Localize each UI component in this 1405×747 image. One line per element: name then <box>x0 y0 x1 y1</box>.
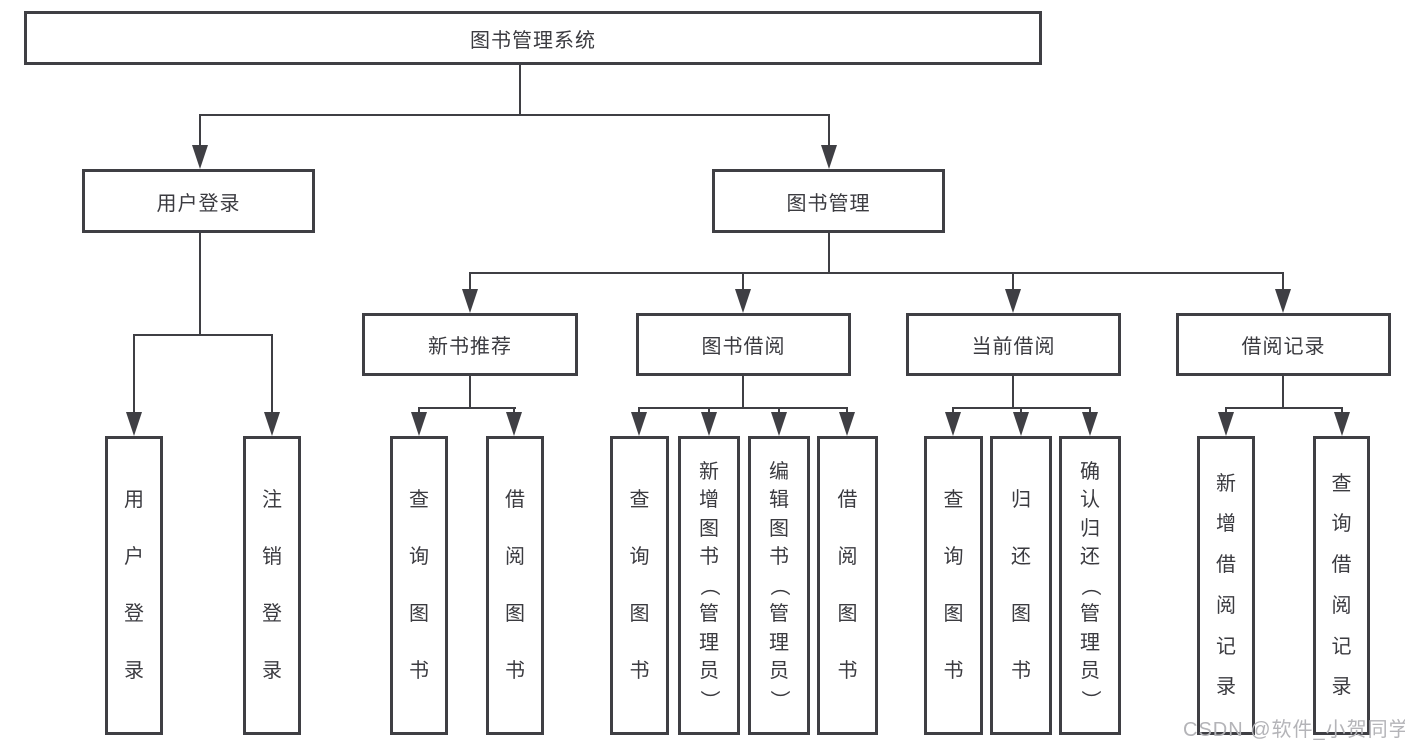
connector-vline <box>708 407 710 415</box>
connector-vline <box>199 114 201 148</box>
node-current-borrowing: 当前借阅 <box>906 313 1121 376</box>
leaf-borrow-book: 借阅图书 <box>817 436 878 735</box>
connector-arrowhead <box>411 412 427 436</box>
connector-arrowhead <box>945 412 961 436</box>
connector-vline <box>1012 272 1014 292</box>
connector-vline <box>952 407 954 415</box>
connector-hline <box>638 407 848 409</box>
leaf-confirm-return-admin: 确认归还（管理员） <box>1059 436 1121 735</box>
node-label: 图书管理系统 <box>470 29 596 52</box>
connector-arrowhead <box>1218 412 1234 436</box>
connector-arrowhead <box>1275 289 1291 313</box>
connector-arrowhead <box>1005 289 1021 313</box>
leaf-user-login: 用户登录 <box>105 436 163 735</box>
leaf-label: 查询图书 <box>409 489 429 682</box>
csdn-watermark: CSDN @软件_小贺同学 <box>1183 719 1405 741</box>
connector-vline <box>1012 375 1014 409</box>
leaf-label: 归还图书 <box>1011 489 1031 682</box>
leaf-add-borrow-record: 新增借阅记录 <box>1197 436 1255 735</box>
connector-arrowhead <box>1082 412 1098 436</box>
leaf-label: 新增借阅记录 <box>1216 472 1236 699</box>
node-label: 图书借阅 <box>701 336 786 358</box>
leaf-label: 借阅图书 <box>505 489 525 682</box>
connector-arrowhead <box>821 145 837 169</box>
connector-arrowhead <box>701 412 717 436</box>
connector-vline <box>778 407 780 415</box>
connector-hline <box>469 272 1284 274</box>
connector-hline <box>418 407 516 409</box>
connector-arrowhead <box>839 412 855 436</box>
connector-vline <box>1089 407 1091 415</box>
connector-vline <box>828 114 830 148</box>
connector-arrowhead <box>631 412 647 436</box>
node-user-login: 用户登录 <box>82 169 315 233</box>
connector-vline <box>469 375 471 409</box>
node-label: 当前借阅 <box>971 336 1056 358</box>
leaf-logout: 注销登录 <box>243 436 301 735</box>
connector-vline <box>742 375 744 409</box>
leaf-query-book-current: 查询图书 <box>924 436 983 735</box>
leaf-label: 注销登录 <box>262 489 282 682</box>
connector-vline <box>1282 272 1284 292</box>
node-borrowing-records: 借阅记录 <box>1176 313 1391 376</box>
leaf-label: 借阅图书 <box>837 489 858 682</box>
leaf-label: 查询图书 <box>943 489 964 682</box>
node-new-book-recommend: 新书推荐 <box>362 313 578 376</box>
node-label: 用户登录 <box>156 192 241 215</box>
leaf-label: 查询借阅记录 <box>1331 472 1352 699</box>
leaf-add-book-admin: 新增图书（管理员） <box>678 436 740 735</box>
leaf-label: 确认归还（管理员） <box>1079 460 1101 710</box>
connector-vline <box>1282 375 1284 409</box>
leaf-label: 查询图书 <box>629 489 650 682</box>
leaf-label: 新增图书（管理员） <box>698 460 720 710</box>
connector-vline <box>513 407 515 415</box>
connector-vline <box>418 407 420 415</box>
connector-arrowhead <box>1013 412 1029 436</box>
node-library-management-system: 图书管理系统 <box>24 11 1042 65</box>
connector-vline <box>828 232 830 274</box>
node-book-management: 图书管理 <box>712 169 945 233</box>
node-book-borrowing: 图书借阅 <box>636 313 851 376</box>
leaf-return-book: 归还图书 <box>990 436 1052 735</box>
connector-arrowhead <box>1334 412 1350 436</box>
connector-vline <box>638 407 640 415</box>
connector-vline <box>846 407 848 415</box>
connector-arrowhead <box>506 412 522 436</box>
node-label: 新书推荐 <box>428 336 512 358</box>
connector-arrowhead <box>264 412 280 436</box>
connector-hline <box>1225 407 1343 409</box>
node-label: 借阅记录 <box>1241 336 1326 358</box>
connector-vline <box>469 272 471 292</box>
connector-vline <box>1341 407 1343 415</box>
connector-vline <box>133 334 135 414</box>
leaf-borrow-book-recommend: 借阅图书 <box>486 436 544 735</box>
connector-arrowhead <box>126 412 142 436</box>
leaf-label: 用户登录 <box>124 489 144 682</box>
connector-vline <box>1020 407 1022 415</box>
connector-arrowhead <box>462 289 478 313</box>
leaf-label: 编辑图书（管理员） <box>768 460 790 710</box>
connector-hline <box>199 114 830 116</box>
connector-vline <box>271 334 273 414</box>
connector-arrowhead <box>735 289 751 313</box>
node-label: 图书管理 <box>786 192 871 215</box>
connector-hline <box>133 334 273 336</box>
leaf-query-book-recommend: 查询图书 <box>390 436 448 735</box>
leaf-query-book-borrowing: 查询图书 <box>610 436 669 735</box>
leaf-query-borrow-record: 查询借阅记录 <box>1313 436 1370 735</box>
connector-vline <box>199 232 201 336</box>
connector-vline <box>519 64 521 116</box>
connector-vline <box>742 272 744 292</box>
leaf-edit-book-admin: 编辑图书（管理员） <box>748 436 810 735</box>
connector-vline <box>1225 407 1227 415</box>
connector-arrowhead <box>771 412 787 436</box>
connector-arrowhead <box>192 145 208 169</box>
